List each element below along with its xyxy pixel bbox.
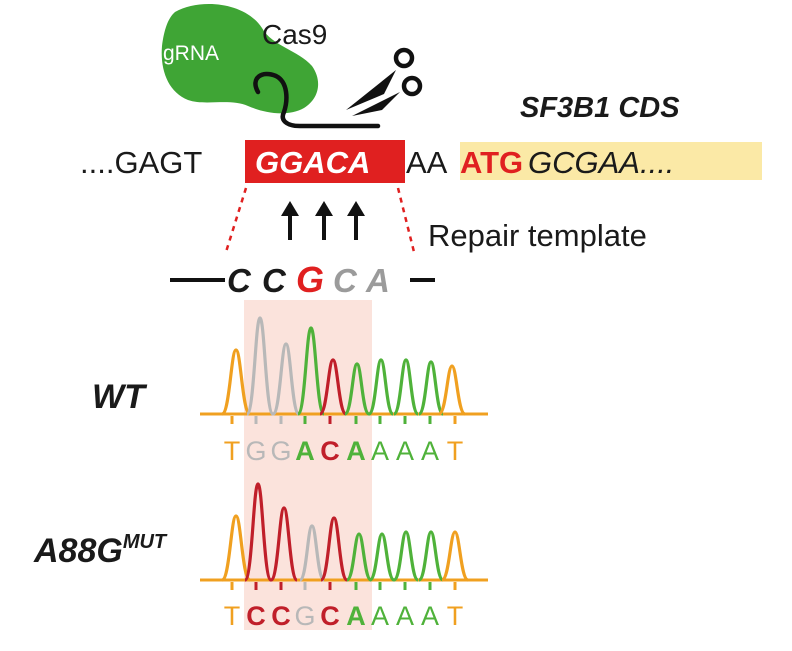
dna-target: GGACA [255,145,370,180]
dna-start-codon: ATG [460,145,523,180]
wt-basecall: A [396,436,414,466]
arrow-up-icon [347,201,365,240]
wt-label: WT [92,378,148,416]
wt-peak [220,348,252,416]
mut-basecall: A [421,601,439,631]
wt-basecall: T [447,436,464,466]
mut-basecall: C [271,601,291,631]
cds-highlight [460,142,762,180]
wt-basecall: G [245,436,266,466]
repair-base: C [333,262,358,299]
wt-basecall: A [421,436,439,466]
dna-prefix: ....GAGT [80,145,202,180]
mut-label: A88GMUT [33,531,168,570]
grna-label: gRNA [163,42,219,65]
mut-basecall: A [371,601,389,631]
wt-peak [245,316,275,416]
wt-basecall: T [224,436,241,466]
mut-basecall: C [246,601,266,631]
repair-base: C [262,262,287,299]
wt-peak [392,358,420,416]
mut-label-sup: MUT [123,531,168,553]
wt-basecall: A [295,436,315,466]
mut-basecall: A [396,601,414,631]
grna-strand [253,71,381,129]
gene-title: SF3B1 CDS [520,92,680,124]
wt-peak [367,358,395,416]
cas9-blob [161,4,319,114]
repair-base: G [296,259,324,300]
cas9-label: Cas9 [262,19,327,50]
mut-peak [417,530,445,582]
wt-peak [296,326,326,416]
wt-basecall: C [320,436,340,466]
wt-peak [271,342,301,416]
dotted-guide-left [224,187,248,253]
mut-label-main: A88G [33,532,123,570]
mut-peak [220,514,252,582]
mut-peak [298,524,326,582]
dna-cds-rest: GCGAA.... [528,145,674,180]
wt-ticks [230,416,457,424]
wt-trace [220,316,467,416]
mut-peak [269,506,299,582]
arrow-up-icon [281,201,299,240]
target-box [245,140,405,183]
dna-mid: AA [406,145,448,180]
mut-basecall: T [447,601,464,631]
mut-basecall: A [346,601,366,631]
wt-peak [318,358,348,416]
wt-basecall: G [270,436,291,466]
dotted-guide-right [396,187,416,253]
wt-basecall: A [346,436,366,466]
mut-basecall: T [224,601,241,631]
wt-peak [417,360,445,416]
mut-basecall: G [294,601,315,631]
mut-peak [345,532,373,582]
repair-base: A [365,262,390,299]
mut-basecall: C [320,601,340,631]
mut-peak [243,482,273,582]
wt-basecall: A [371,436,389,466]
repair-base: C [227,262,252,299]
repair-arrows [281,201,365,240]
wt-peak [343,362,371,416]
mut-ticks [230,582,457,590]
scissors-icon [346,47,423,116]
mut-peak [440,530,470,582]
mut-peak [319,516,349,582]
repair-template-label: Repair template [428,218,647,253]
mut-peak [392,530,420,582]
mut-peak [368,532,396,582]
arrow-up-icon [315,201,333,240]
wt-peak [437,364,467,416]
mut-trace [220,482,470,582]
